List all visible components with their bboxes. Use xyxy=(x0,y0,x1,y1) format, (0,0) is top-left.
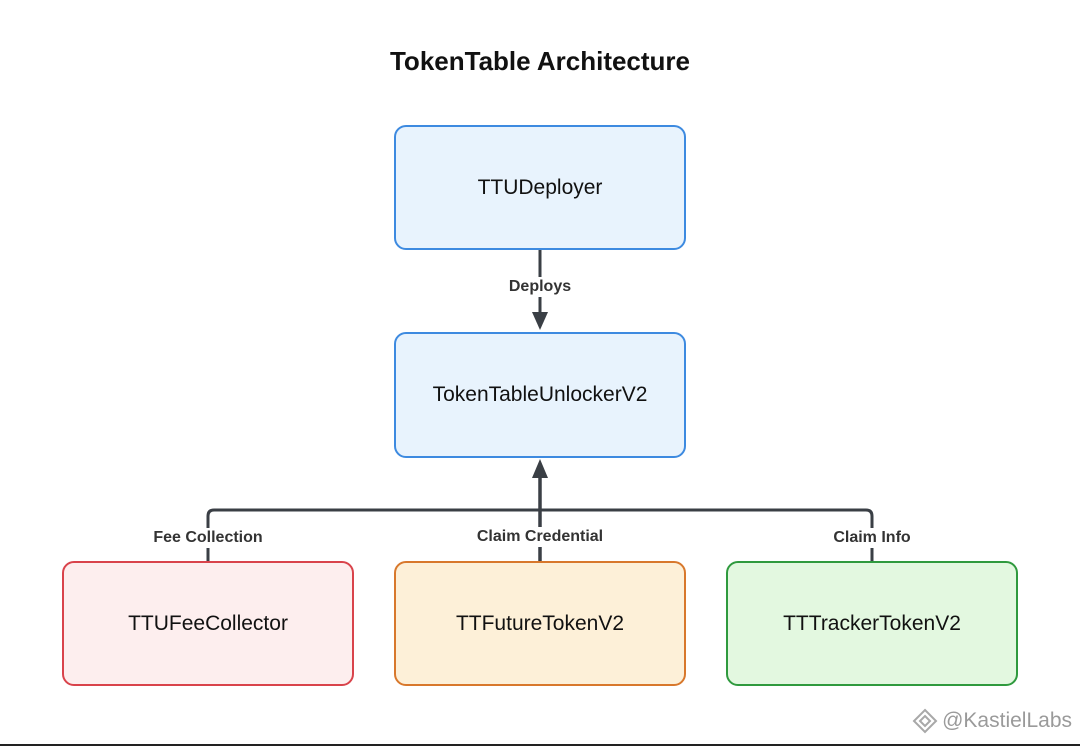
node-token-table-unlocker-v2: TokenTableUnlockerV2 xyxy=(394,332,686,458)
watermark-text: @KastielLabs xyxy=(942,709,1072,732)
diagram-title: TokenTable Architecture xyxy=(389,46,691,76)
edge-label-fee-collection: Fee Collection xyxy=(149,528,267,548)
edge-label-claim-info: Claim Info xyxy=(829,528,915,548)
node-token-table-unlocker-v2-label: TokenTableUnlockerV2 xyxy=(432,383,648,406)
edge-upward-arrowhead xyxy=(532,459,548,478)
bottom-divider xyxy=(0,744,1080,746)
node-ttu-deployer: TTUDeployer xyxy=(394,125,686,250)
node-ttu-fee-collector: TTUFeeCollector xyxy=(62,561,354,686)
node-ttu-deployer-label: TTUDeployer xyxy=(477,175,603,199)
node-tt-future-token-v2-label: TTFutureTokenV2 xyxy=(455,611,625,635)
binance-square-icon xyxy=(912,708,938,734)
node-tt-tracker-token-v2-label: TTTrackerTokenV2 xyxy=(783,611,961,635)
edge-claim-info-line xyxy=(540,508,874,561)
watermark: @KastielLabs xyxy=(912,708,1072,734)
edge-deploys-arrowhead xyxy=(532,312,548,330)
edge-label-claim-credential: Claim Credential xyxy=(472,527,608,547)
node-tt-tracker-token-v2: TTTrackerTokenV2 xyxy=(726,561,1018,686)
edge-fee-collection-line xyxy=(206,508,540,561)
edge-label-deploys: Deploys xyxy=(504,277,576,297)
node-tt-future-token-v2: TTFutureTokenV2 xyxy=(394,561,686,686)
node-ttu-fee-collector-label: TTUFeeCollector xyxy=(128,611,288,635)
